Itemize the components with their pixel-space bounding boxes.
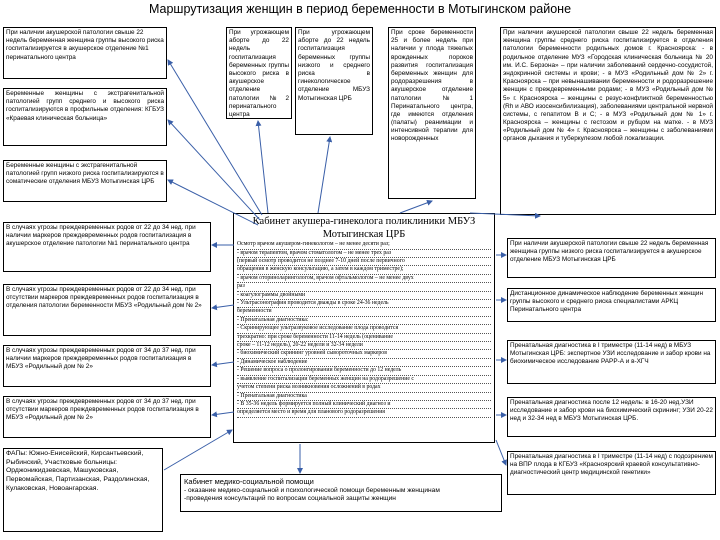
center-line: - врачом оториноларингологом, врачом офт… <box>237 275 491 284</box>
medsoc-title: Кабинет медико-социальной помощи <box>184 477 314 486</box>
box-left-8: ФАПы: Южно-Енисейский, Кирсантьевский, Р… <box>3 448 163 532</box>
medsoc-panel: Кабинет медико-социальной помощи - оказа… <box>180 474 502 512</box>
box-right-1: При наличии акушерской патологии свыше 2… <box>507 238 716 278</box>
box-left-7: В случаях угрозы преждевременных родов о… <box>3 396 211 438</box>
box-left-2: Беременные женщины с экстрагенитальной п… <box>3 88 167 146</box>
center-line: трехкратно: при сроке беременности 11-14… <box>237 334 491 343</box>
box-right-3: Пренатальная диагностика в I триместре (… <box>507 340 716 384</box>
center-line: - Пренатальная диагностика <box>237 393 491 401</box>
box-left-4: В случаях угрозы преждевременных родов о… <box>3 222 211 272</box>
box-top-5: При наличии акушерской патологии свыше 2… <box>500 27 716 215</box>
box-right-5: Пренатальная диагностика в I триместре (… <box>507 451 716 495</box>
center-line: раз <box>237 283 491 292</box>
center-line: обращения в женскую консультацию, а зате… <box>237 266 491 275</box>
box-right-4: Пренатальная диагностика после 12 недель… <box>507 397 716 437</box>
center-list: Осмотр врачом акушером-гинекологом – не … <box>237 241 491 418</box>
center-line: беременности <box>237 308 491 317</box>
center-line: Осмотр врачом акушером-гинекологом – не … <box>237 241 491 250</box>
medsoc-line-2: -проведения консультаций по вопросам соц… <box>184 495 396 503</box>
center-line: - Скринирующее ультразвуковое исследован… <box>237 325 491 334</box>
center-line: - врачом терапевтом, врачом стоматологом… <box>237 250 491 258</box>
box-top-3: При угрожающем аборте до 22 недель госпи… <box>295 27 373 135</box>
box-left-6: В случаях угрозы преждевременных родов о… <box>3 345 211 387</box>
box-top-4: При сроке беременности 25 и более недель… <box>388 27 476 199</box>
center-line: - Решение вопроса о пролонгировании бере… <box>237 367 491 376</box>
center-line: - биохимический скрининг уровней сыворот… <box>237 350 491 359</box>
box-left-1: При наличии акушерской патологии свыше 2… <box>3 27 167 79</box>
center-line: - Динамическое наблюдение <box>237 359 491 368</box>
center-line: учетом степени риска возникновения ослож… <box>237 384 491 393</box>
center-line: сроке – 11-12 недель), 20-22 недели и 32… <box>237 342 491 351</box>
box-left-5: В случаях угрозы преждевременных родов о… <box>3 284 211 336</box>
center-line: (первый осмотр проводится не позднее 7-1… <box>237 258 491 267</box>
center-line: - Пренатальная диагностика: <box>237 317 491 326</box>
center-line: определяется место и время для планового… <box>237 409 491 418</box>
center-panel: Кабинет акушера-гинеколога поликлиники М… <box>233 213 495 443</box>
center-line: - Ультрасонография проводится дважды в с… <box>237 300 491 309</box>
page-title: Маршрутизация женщин в период беременнос… <box>148 2 572 16</box>
medsoc-line-1: - оказание медико-социальной и психологи… <box>184 486 440 494</box>
box-top-2: При угрожающем аборте до 22 недель госпи… <box>226 27 292 119</box>
box-left-3: Беременные женщины с экстрагенитальной п… <box>3 160 167 202</box>
box-right-2: Дистанционное динамическое наблюдение бе… <box>507 288 716 322</box>
center-line: - коагулограммы двойными <box>237 292 491 301</box>
center-line: - выявление госпитализации беременных же… <box>237 376 491 385</box>
center-title: Кабинет акушера-гинеколога поликлиники М… <box>252 216 476 240</box>
center-line: - В 35-36 недель формируется полный клин… <box>237 401 491 410</box>
